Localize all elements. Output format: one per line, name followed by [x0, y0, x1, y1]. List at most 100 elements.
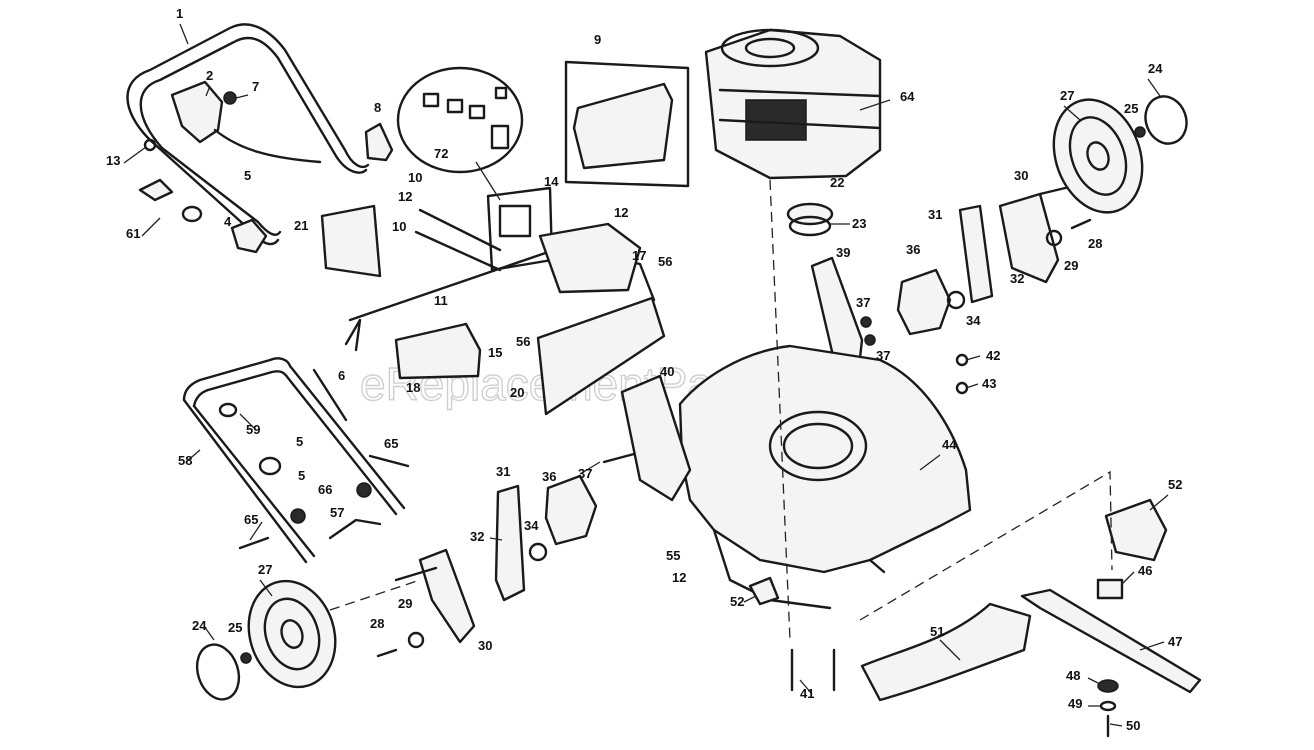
washer-5-lower: [258, 456, 282, 476]
callout-61: 61: [126, 226, 140, 241]
bag-panel-21: [320, 204, 382, 278]
callout-55: 55: [666, 548, 680, 563]
knob-59: [218, 402, 238, 418]
callout-4: 4: [224, 214, 232, 229]
callout-46: 46: [1138, 563, 1152, 578]
callout-10: 10: [408, 170, 422, 185]
knob-66b: [290, 508, 306, 524]
callout-65: 65: [244, 512, 258, 527]
callout-31: 31: [496, 464, 510, 479]
callout-28: 28: [1088, 236, 1102, 251]
engine-64: [704, 28, 882, 180]
callout-8: 8: [374, 100, 381, 115]
callout-25: 25: [1124, 101, 1138, 116]
callout-14: 14: [544, 174, 559, 189]
callout-2: 2: [206, 68, 213, 83]
callout-11: 11: [434, 293, 448, 308]
callout-24: 24: [1148, 61, 1163, 76]
callout-24: 24: [192, 618, 207, 633]
callout-10: 10: [392, 219, 406, 234]
blade-47: [1020, 588, 1202, 694]
callout-37: 37: [856, 295, 870, 310]
bolt-43: [955, 381, 969, 395]
washer-49: [1099, 700, 1117, 712]
callout-12: 12: [398, 189, 412, 204]
leader-lines: [123, 23, 1169, 727]
callout-49: 49: [1068, 696, 1082, 711]
callout-34: 34: [966, 313, 981, 328]
callout-5: 5: [298, 468, 305, 483]
mower-deck-44: [678, 344, 972, 610]
height-adjuster-left: [494, 452, 636, 602]
wheel-arm-left: [376, 548, 476, 658]
callout-7: 7: [252, 79, 259, 94]
rod-65-upper: [368, 454, 410, 468]
callout-12: 12: [614, 205, 628, 220]
callout-52: 52: [1168, 477, 1182, 492]
callout-30: 30: [478, 638, 492, 653]
upper-handle: [126, 23, 370, 246]
callout-40: 40: [660, 364, 674, 379]
discharge-door-9: [564, 60, 690, 188]
callout-31: 31: [928, 207, 942, 222]
assembly-line-engine: [769, 179, 791, 641]
callout-32: 32: [470, 529, 484, 544]
wheel-arm-right: [958, 182, 1092, 304]
callout-56: 56: [516, 334, 530, 349]
callout-42: 42: [986, 348, 1000, 363]
callout-51: 51: [930, 624, 944, 639]
rear-wheel-left: [195, 579, 337, 701]
callout-39: 39: [836, 245, 850, 260]
rod-6: [312, 368, 348, 422]
callout-5: 5: [296, 434, 303, 449]
callout-56: 56: [658, 254, 672, 269]
drive-bracket-40: [620, 374, 692, 502]
lower-handle-58: [182, 357, 406, 564]
adapter-46: [1096, 578, 1124, 600]
knob-66: [356, 482, 372, 498]
clip-61: [138, 178, 174, 202]
callout-13: 13: [106, 153, 120, 168]
callout-15: 15: [488, 345, 502, 360]
height-adjuster-right: [810, 256, 966, 378]
callout-17: 17: [632, 248, 646, 263]
callout-58: 58: [178, 453, 192, 468]
callout-20: 20: [510, 385, 524, 400]
control-bail: [170, 80, 322, 164]
washer-5-upper: [181, 205, 203, 223]
callout-34: 34: [524, 518, 539, 533]
plug-52: [748, 576, 780, 606]
rod-65-lower: [238, 536, 270, 550]
callout-37: 37: [876, 348, 890, 363]
callout-28: 28: [370, 616, 384, 631]
callout-37: 37: [578, 466, 592, 481]
callout-25: 25: [228, 620, 242, 635]
callout-52: 52: [730, 594, 744, 609]
callout-29: 29: [398, 596, 412, 611]
callout-30: 30: [1014, 168, 1028, 183]
rear-wheel-right: [1052, 95, 1188, 214]
callout-64: 64: [900, 89, 915, 104]
hardware-detail-bubble: [396, 66, 524, 201]
bracket-8: [364, 122, 394, 162]
callout-36: 36: [906, 242, 920, 257]
callout-41: 41: [800, 686, 814, 701]
bracket-4: [230, 218, 268, 254]
clip-57: [328, 518, 382, 540]
callout-57: 57: [330, 505, 344, 520]
mulch-plate-51: [860, 602, 1032, 702]
callout-29: 29: [1064, 258, 1078, 273]
callout-66: 66: [318, 482, 332, 497]
assembly-line-deck: [859, 470, 1113, 621]
callout-47: 47: [1168, 634, 1182, 649]
callout-43: 43: [982, 376, 996, 391]
callout-59: 59: [246, 422, 260, 437]
callout-27: 27: [258, 562, 272, 577]
callout-36: 36: [542, 469, 556, 484]
blade-adapter-52: [1104, 498, 1168, 562]
callout-1: 1: [176, 6, 183, 21]
grass-catcher-frame: [344, 186, 666, 416]
knob-7: [223, 91, 237, 105]
